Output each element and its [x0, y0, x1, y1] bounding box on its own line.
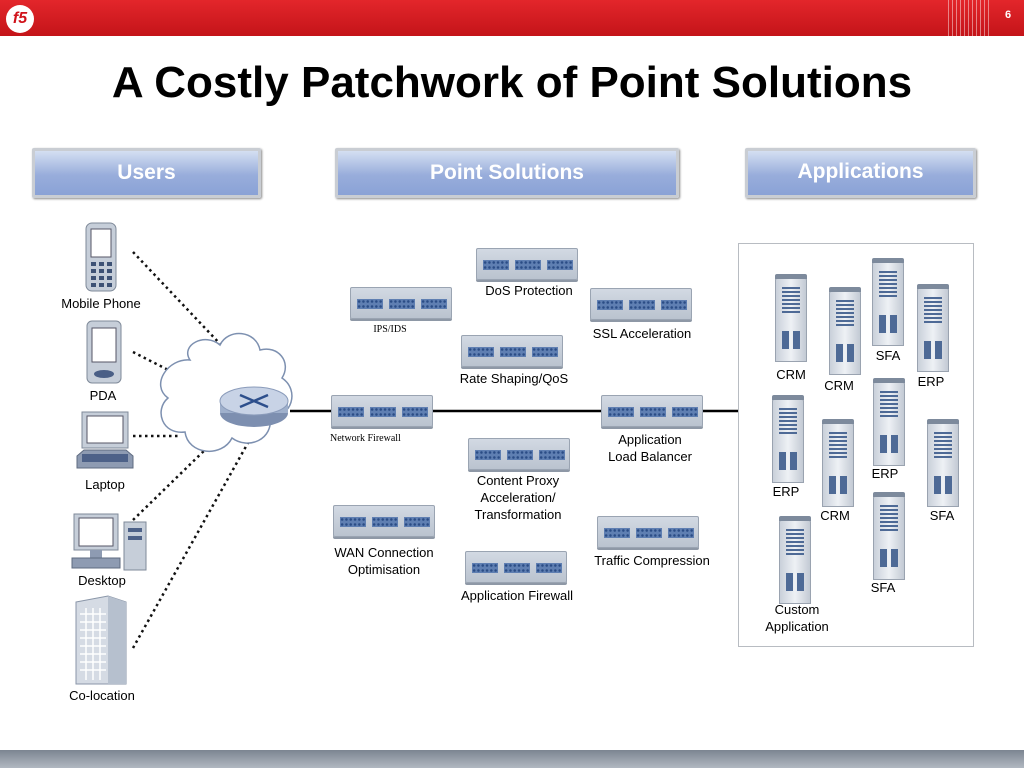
network-firewall-label: Network Firewall — [330, 433, 401, 444]
erp-label-c: ERP — [871, 466, 899, 481]
laptop-icon — [76, 411, 134, 469]
pda-icon — [86, 320, 122, 384]
wan-optimisation-label-line2: Optimisation — [347, 562, 421, 577]
crm-server-b — [829, 287, 861, 375]
desktop-label: Desktop — [78, 573, 126, 588]
content-proxy-label-line2: Acceleration/ — [480, 490, 556, 505]
crm-label-a: CRM — [776, 367, 806, 382]
crm-server-c — [822, 419, 854, 507]
dos-protection-appliance — [476, 248, 578, 280]
erp-label-a: ERP — [917, 374, 945, 389]
sfa-label-c: SFA — [870, 580, 896, 595]
custom-application-label-line1: Custom — [774, 602, 820, 617]
mobile-phone-icon — [85, 222, 117, 292]
crm-label-b: CRM — [824, 378, 854, 393]
ips-ids-label: IPS/IDS — [373, 324, 407, 335]
building-icon — [75, 595, 127, 685]
applications-header: Applications — [745, 148, 976, 198]
application-firewall-appliance — [465, 551, 567, 583]
slide-title: A Costly Patchwork of Point Solutions — [111, 58, 913, 107]
desktop-icon — [71, 513, 147, 571]
content-proxy-label-line3: Transformation — [474, 507, 562, 522]
decorative-stripes — [948, 0, 992, 36]
application-load-balancer-label-line2: Load Balancer — [608, 449, 692, 464]
network-firewall-appliance — [331, 395, 433, 427]
sfa-label-a: SFA — [875, 348, 901, 363]
router-icon — [219, 386, 289, 427]
application-load-balancer-appliance — [601, 395, 703, 427]
f5-logo: f5 — [6, 5, 34, 33]
bottom-bar — [0, 750, 1024, 768]
wan-optimisation-appliance — [333, 505, 435, 537]
traffic-compression-appliance — [597, 516, 699, 548]
erp-label-b: ERP — [772, 484, 800, 499]
application-firewall-label: Application Firewall — [461, 588, 573, 603]
ssl-acceleration-label: SSL Acceleration — [592, 326, 692, 341]
erp-server-a — [917, 284, 949, 372]
laptop-label: Laptop — [85, 477, 125, 492]
erp-server-b — [772, 395, 804, 483]
mobile-phone-label: Mobile Phone — [61, 296, 141, 311]
custom-application-label-line2: Application — [765, 619, 829, 634]
application-load-balancer-label-line1: Application — [618, 432, 682, 447]
dos-protection-label: DoS Protection — [485, 283, 573, 298]
erp-server-c — [873, 378, 905, 466]
ips-ids-appliance — [350, 287, 452, 319]
rate-shaping-label: Rate Shaping/QoS — [459, 371, 569, 386]
pda-label: PDA — [89, 388, 117, 403]
rate-shaping-appliance — [461, 335, 563, 367]
wan-optimisation-label-line1: WAN Connection — [334, 545, 434, 560]
top-bar: f5 6 — [0, 0, 1024, 36]
crm-label-c: CRM — [820, 508, 850, 523]
sfa-server-a — [872, 258, 904, 346]
page-number: 6 — [1004, 9, 1012, 21]
content-proxy-appliance — [468, 438, 570, 470]
content-proxy-label-line1: Content Proxy — [476, 473, 560, 488]
custom-application-server — [779, 516, 811, 604]
crm-server-a — [775, 274, 807, 362]
colocation-label: Co-location — [69, 688, 135, 703]
point-solutions-header: Point Solutions — [335, 148, 679, 198]
ssl-acceleration-appliance — [590, 288, 692, 320]
traffic-compression-label: Traffic Compression — [594, 553, 710, 568]
sfa-label-b: SFA — [929, 508, 955, 523]
sfa-server-b — [927, 419, 959, 507]
users-header: Users — [32, 148, 261, 198]
applications-panel — [738, 243, 974, 647]
sfa-server-c — [873, 492, 905, 580]
